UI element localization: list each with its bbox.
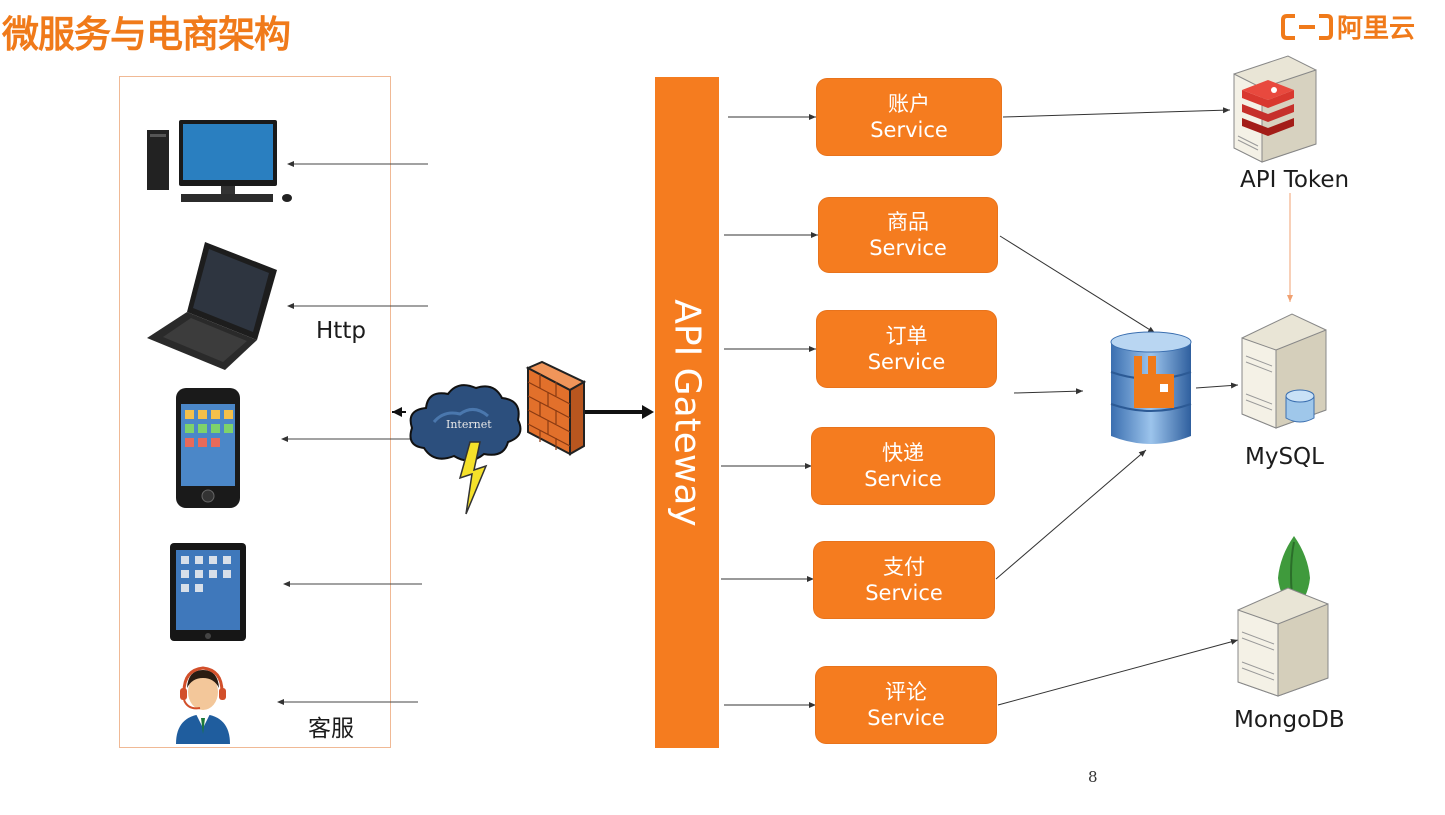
logo-text: 阿里云 bbox=[1336, 14, 1415, 44]
client-devices-box bbox=[119, 76, 391, 748]
service-suffix: Service bbox=[867, 706, 945, 730]
customer-service-agent-icon bbox=[176, 666, 230, 744]
service-name: 商品 bbox=[887, 210, 929, 234]
service-name: 账户 bbox=[888, 92, 930, 116]
firewall-icon bbox=[525, 360, 587, 456]
customer-service-label: 客服 bbox=[308, 716, 354, 742]
tablet-icon bbox=[170, 543, 246, 641]
service-delivery: 快递 Service bbox=[812, 428, 994, 504]
redis-label: API Token bbox=[1240, 167, 1350, 193]
api-gateway-label: API Gateway bbox=[666, 298, 708, 527]
service-name: 快递 bbox=[882, 441, 924, 465]
slide-title: 微服务与电商架构 bbox=[2, 13, 291, 56]
redis-server-icon bbox=[1233, 55, 1317, 163]
service-suffix: Service bbox=[865, 581, 943, 605]
service-product: 商品 Service bbox=[819, 198, 997, 272]
mysql-server-icon bbox=[1241, 313, 1327, 429]
mongodb-server-icon bbox=[1237, 536, 1329, 697]
service-name: 订单 bbox=[885, 324, 928, 348]
page-number: 8 bbox=[1088, 768, 1098, 786]
aliyun-bracket-icon bbox=[1280, 13, 1333, 40]
service-name: 支付 bbox=[883, 555, 925, 579]
laptop-icon bbox=[147, 242, 277, 370]
smartphone-icon bbox=[176, 388, 240, 508]
service-name: 评论 bbox=[885, 680, 927, 704]
service-suffix: Service bbox=[869, 236, 947, 260]
desktop-computer-icon bbox=[147, 120, 292, 202]
service-suffix: Service bbox=[870, 118, 948, 142]
mongodb-label: MongoDB bbox=[1234, 707, 1345, 733]
service-order: 订单 Service bbox=[817, 311, 996, 387]
rabbitmq-database-icon bbox=[1110, 331, 1192, 444]
lightning-icon bbox=[458, 441, 488, 515]
http-label: Http bbox=[316, 318, 366, 344]
aliyun-logo: 阿里云 bbox=[1280, 8, 1415, 45]
service-account: 账户 Service bbox=[817, 79, 1001, 155]
api-gateway: API Gateway bbox=[655, 77, 719, 748]
mysql-label: MySQL bbox=[1245, 444, 1324, 470]
internet-label: Internet bbox=[446, 418, 492, 431]
service-suffix: Service bbox=[867, 350, 946, 374]
client-arrows bbox=[277, 161, 428, 705]
service-payment: 支付 Service bbox=[814, 542, 994, 618]
service-suffix: Service bbox=[864, 467, 942, 491]
service-comment: 评论 Service bbox=[816, 667, 996, 743]
